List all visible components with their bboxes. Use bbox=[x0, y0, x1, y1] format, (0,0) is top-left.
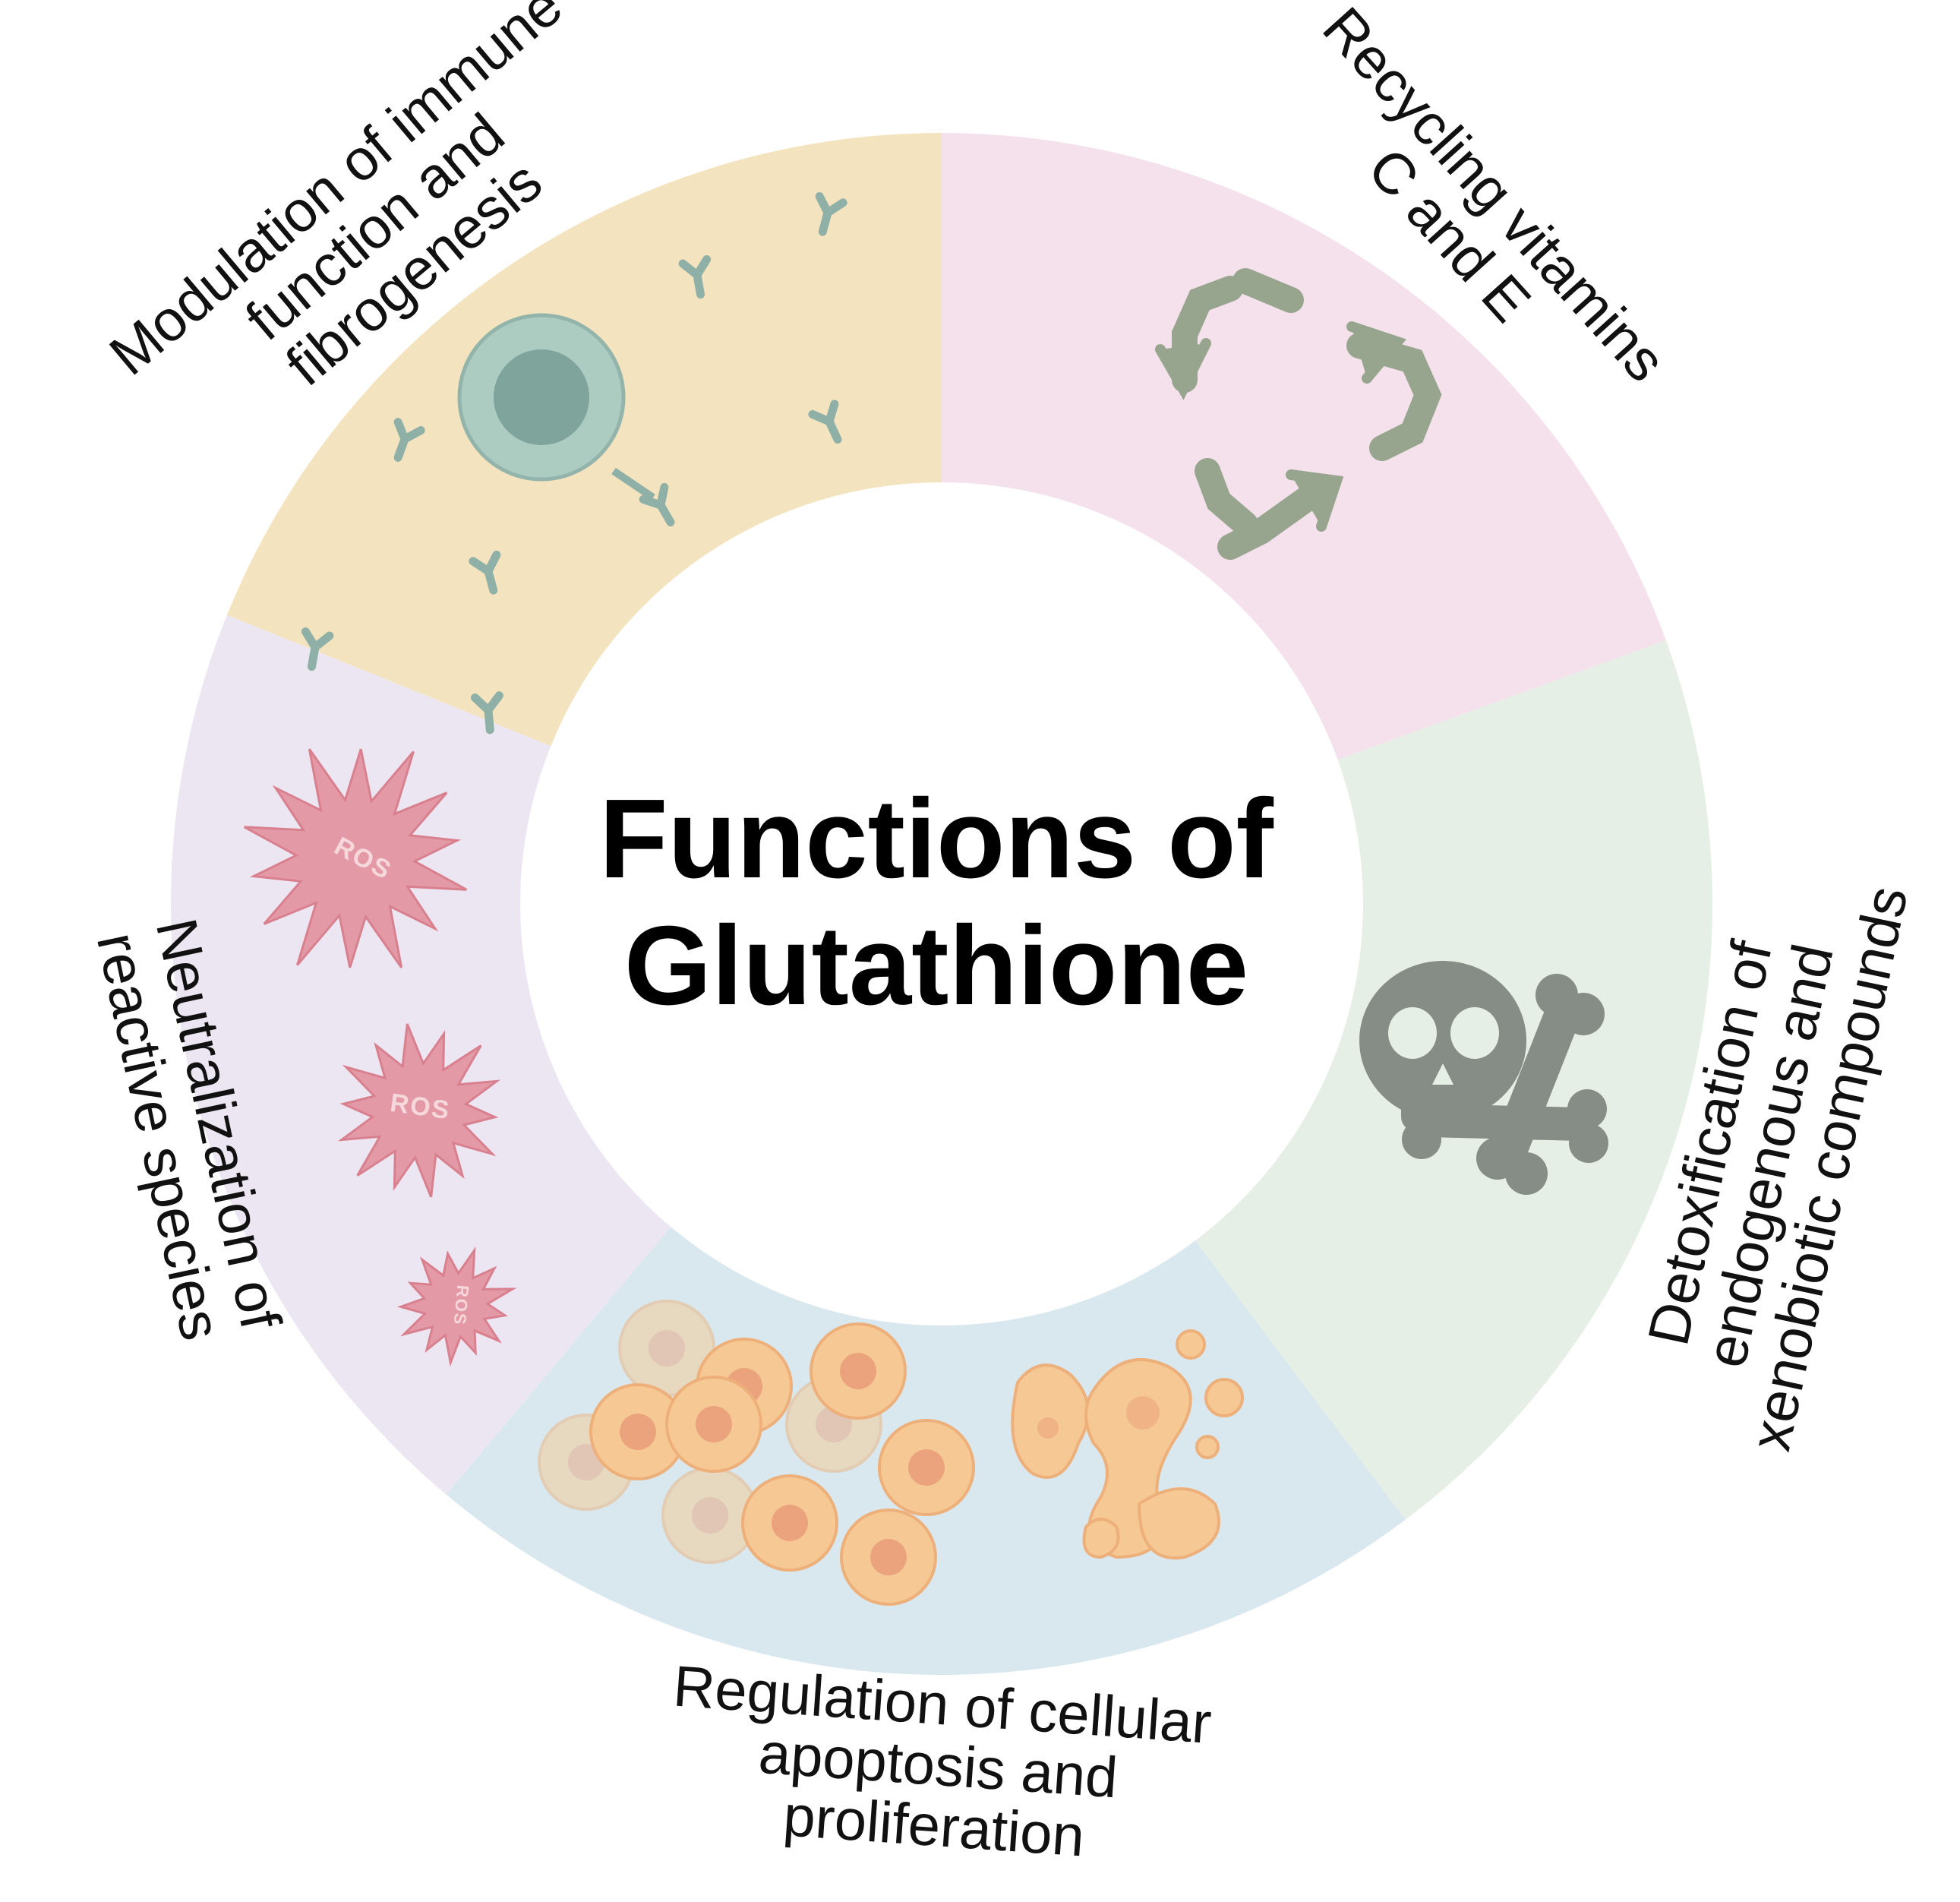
recycling-arrows-icon bbox=[1155, 268, 1442, 560]
title-line-2: Glutathione bbox=[624, 903, 1248, 1028]
skull-crossbones-icon bbox=[1359, 961, 1608, 1195]
ros-label: ROS bbox=[450, 1284, 473, 1327]
title-line-1: Functions of bbox=[599, 776, 1274, 902]
cells-apoptosis-icon bbox=[538, 1300, 1244, 1606]
immune-cell-with-antibodies-icon bbox=[300, 196, 849, 731]
ros-star-icon: ROS ROS ROS bbox=[243, 748, 517, 1367]
label-apoptosis-regulation: Regulation of cellular apoptosis and pro… bbox=[671, 1654, 1214, 1869]
segment-vitamin-recycling bbox=[942, 133, 1666, 760]
center-title: Functions of Glutathione bbox=[599, 776, 1274, 1028]
